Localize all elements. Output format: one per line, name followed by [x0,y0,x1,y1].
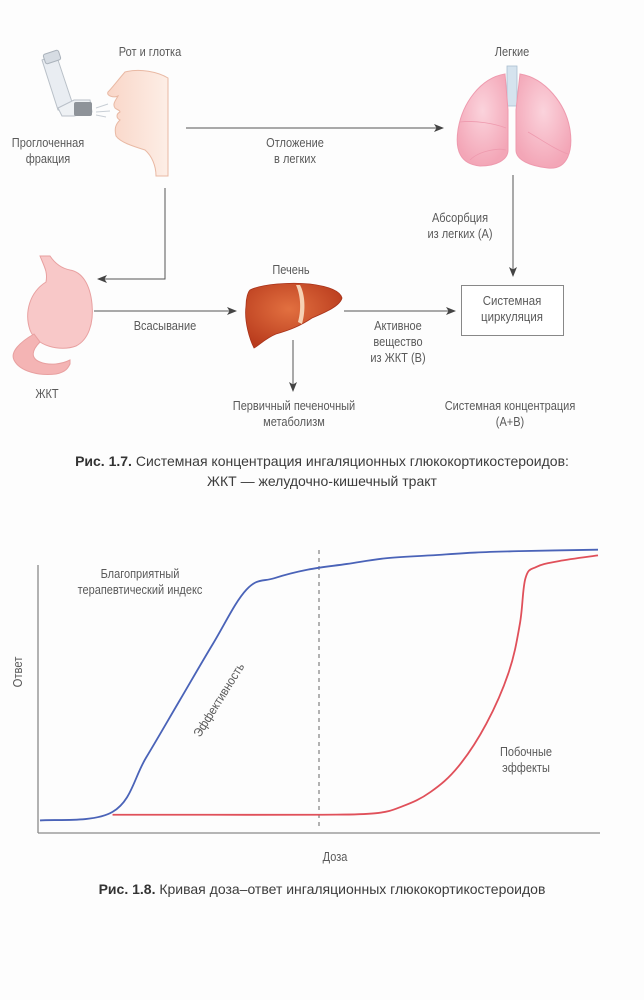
y-axis-label: Ответ [11,656,25,688]
lungs-icon [456,65,572,169]
mouth-throat-label: Рот и глотка [118,45,182,59]
figure-1-8-caption: Рис. 1.8. Кривая доза–ответ ингаляционны… [0,879,644,899]
absorption-label: Всасывание [133,319,197,333]
liver-icon [245,282,343,349]
flow-diagram [12,49,572,392]
efficacy-curve [39,548,599,822]
caption-number: Рис. 1.8. [98,881,156,897]
deposition-label: Отложение в легких [266,136,324,166]
systemic-circulation-label: Системная циркуляция [481,293,543,324]
first-pass-metabolism-label: Первичный печеночный метаболизм [232,399,356,429]
swallowed-fraction-label: Проглоченная фракция [11,136,85,166]
liver-label: Печень [272,263,310,277]
side-effects-curve [112,554,599,816]
inhaler-icon [41,49,111,118]
caption-line2: ЖКТ — желудочно-кишечный тракт [207,473,437,489]
systemic-circulation-box [461,285,564,336]
active-from-gi-label: Активное вещество из ЖКТ (В) [370,319,426,365]
stomach-icon [12,255,93,375]
annotation-therapeutic-index: Благоприятный терапевтический индекс [77,567,203,597]
caption-text: Кривая доза–ответ ингаляционных глюкокор… [155,881,546,897]
figure-1-7-caption: Рис. 1.7. Системная концентрация ингаляц… [0,451,644,491]
dose-response-chart [37,548,600,834]
systemic-concentration-label: Системная концентрация (А+В) [444,399,576,429]
annotation-side-effects: Побочные эффекты [499,745,553,775]
mouth-throat-icon [107,69,169,177]
lung-absorption-label: Абсорбция из легких (А) [427,211,493,241]
x-axis-label: Доза [322,850,348,864]
gi-tract-label: ЖКТ [35,387,59,401]
lungs-label: Легкие [494,45,530,59]
caption-text: Системная концентрация ингаляционных глю… [131,453,569,469]
arrow-swallowed [97,188,166,283]
caption-number: Рис. 1.7. [75,453,132,469]
